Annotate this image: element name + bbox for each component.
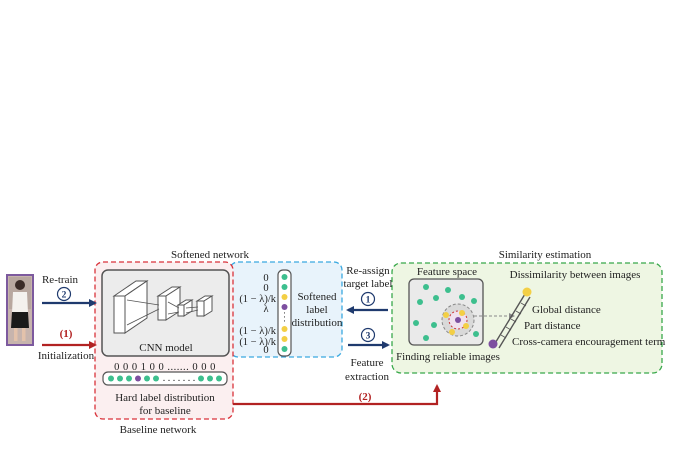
hard-label-title-line1: Hard label distribution bbox=[115, 392, 215, 404]
svg-text:(1 − λ)/k: (1 − λ)/k bbox=[239, 337, 276, 348]
svg-text:0: 0 bbox=[263, 273, 268, 284]
hard-label-binary-code: 0 0 0 1 0 0 ....... 0 0 0 bbox=[114, 362, 216, 373]
dissimilarity-ruler bbox=[493, 293, 531, 349]
step-2-marker-text: 2 bbox=[62, 291, 67, 301]
step-3-marker bbox=[360, 327, 376, 343]
feature-space-title: Feature space bbox=[417, 266, 477, 278]
svg-text:·: · bbox=[283, 316, 286, 326]
feature-extraction-line2: extraction bbox=[345, 371, 389, 383]
global-distance-label: Global distance bbox=[532, 304, 601, 316]
step-1-red-marker: (1) bbox=[60, 328, 73, 340]
soft-label-vdots: · bbox=[283, 308, 286, 318]
baseline-to-similarity-arrow bbox=[233, 384, 441, 406]
retrain-label: Re-train bbox=[42, 274, 79, 286]
soft-label-vector bbox=[277, 269, 292, 357]
feature-points bbox=[413, 284, 479, 341]
softened-network-title: Softened network bbox=[171, 249, 249, 261]
svg-text:(1 − λ)/k: (1 − λ)/k bbox=[239, 326, 276, 337]
similarity-estimation-title: Similarity estimation bbox=[499, 249, 592, 261]
soft-label-values: 0 0 (1 − λ)/k λ (1 − λ)/k (1 − λ)/k 0 bbox=[239, 273, 276, 356]
step-1-marker-text: 1 bbox=[366, 296, 371, 306]
step-3-marker-text: 3 bbox=[366, 332, 371, 342]
hard-label-ellipsis: . . . . . . . bbox=[163, 373, 196, 384]
initialization-label: Initialization bbox=[38, 350, 95, 362]
cnn-model-label: CNN model bbox=[139, 342, 192, 354]
reassign-label-line1: Re-assign bbox=[346, 265, 390, 277]
part-distance-label: Part distance bbox=[524, 320, 581, 332]
baseline-network-title: Baseline network bbox=[120, 424, 197, 436]
feature-extraction-line1: Feature bbox=[351, 357, 384, 369]
reassign-label-line2: target label bbox=[344, 278, 393, 290]
svg-text:·: · bbox=[283, 312, 286, 322]
soft-label-dots bbox=[281, 274, 288, 352]
hard-label-title-line2: for baseline bbox=[139, 405, 191, 417]
svg-text:0: 0 bbox=[263, 345, 268, 356]
query-image-dot bbox=[488, 339, 498, 349]
cnn-connections bbox=[126, 299, 199, 326]
dissimilarity-title: Dissimilarity between images bbox=[510, 269, 641, 281]
cross-camera-term-label: Cross-camera encouragement term bbox=[512, 336, 666, 348]
svg-text:(1 − λ)/k: (1 − λ)/k bbox=[239, 294, 276, 305]
step-2-red-marker: (2) bbox=[359, 391, 372, 403]
finding-reliable-images-label: Finding reliable images bbox=[396, 351, 500, 363]
step-1-marker bbox=[360, 291, 376, 307]
hard-label-vector bbox=[102, 371, 228, 386]
softened-label-line2: label bbox=[306, 304, 327, 316]
step-2-marker bbox=[56, 286, 72, 302]
cnn-layers-illustration bbox=[112, 280, 214, 334]
svg-text:λ: λ bbox=[263, 304, 269, 315]
softened-label-line3: distribution bbox=[292, 317, 343, 329]
softened-label-line1: Softened bbox=[297, 291, 337, 303]
reference-image-dot bbox=[522, 287, 532, 297]
svg-text:0: 0 bbox=[263, 283, 268, 294]
hard-label-dots bbox=[108, 375, 222, 382]
input-person-image bbox=[6, 274, 34, 346]
